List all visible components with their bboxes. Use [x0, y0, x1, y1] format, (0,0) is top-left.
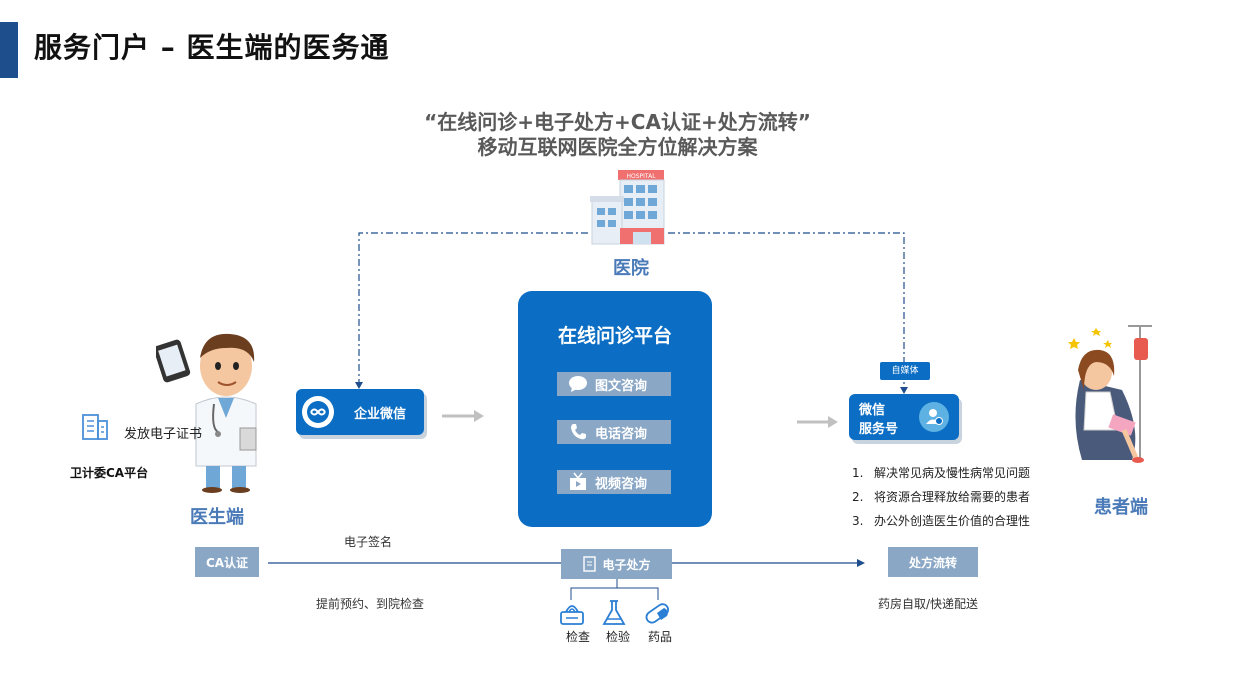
enterprise-wechat-icon: [302, 396, 334, 428]
page-title: 服务门户 – 医生端的医务通: [34, 31, 390, 64]
medicine-label: 药品: [648, 630, 673, 644]
chat-icon: [567, 373, 589, 395]
ultrasound-icon: [560, 605, 584, 625]
doctor-illustration: [156, 333, 257, 493]
wechat-service-account-box[interactable]: 微信 服务号: [849, 394, 959, 440]
benefit-item: 3.办公外创造医生价值的合理性: [852, 514, 1031, 528]
enterprise-wechat-box[interactable]: 企业微信: [296, 389, 424, 435]
doctor-label: 医生端: [190, 507, 244, 528]
benefit-item: 2.将资源合理释放给需要的患者: [852, 490, 1031, 504]
headline-line1: “在线问诊+电子处方+CA认证+处方流转”: [424, 110, 811, 134]
e-prescription-button[interactable]: 电子处方: [561, 549, 672, 579]
hospital-icon: HOSPITAL: [590, 170, 665, 245]
consult-label: 图文咨询: [595, 378, 648, 394]
lab-test-label: 检验: [606, 630, 631, 644]
user-check-icon: [919, 402, 949, 432]
online-consultation-platform: 在线问诊平台 图文咨询 电话咨询 视频咨询: [518, 291, 712, 527]
e-prescription-label: 电子处方: [602, 557, 651, 572]
capsule-icon: [645, 603, 670, 624]
ca-platform-label: 卫计委CA平台: [70, 466, 149, 480]
flask-icon: [602, 600, 626, 625]
wechat-service-label-1: 微信: [859, 403, 886, 418]
patient-illustration: [1068, 325, 1152, 463]
enterprise-wechat-label: 企业微信: [354, 407, 407, 422]
consult-label: 视频咨询: [595, 476, 648, 492]
title-accent-bar: [0, 22, 18, 78]
platform-title: 在线问诊平台: [557, 325, 672, 347]
consult-item-video[interactable]: 视频咨询: [557, 470, 671, 494]
tv-icon: [567, 471, 589, 493]
hospital-sign: HOSPITAL: [626, 173, 656, 180]
patient-label: 患者端: [1094, 497, 1148, 518]
e-signature-label: 电子签名: [344, 535, 393, 549]
appointment-text: 提前预约、到院检查: [316, 597, 425, 611]
pharmacy-text: 药房自取/快递配送: [878, 597, 979, 611]
hospital-label: 医院: [613, 258, 649, 279]
consult-item-image-text[interactable]: 图文咨询: [557, 372, 671, 396]
consult-label: 电话咨询: [595, 426, 648, 442]
building-icon: [82, 414, 108, 440]
ca-auth-button[interactable]: CA认证: [195, 547, 259, 577]
exam-label: 检查: [566, 630, 591, 644]
phone-icon: [567, 421, 589, 443]
document-icon: [583, 556, 597, 572]
headline-line2: 移动互联网医院全方位解决方案: [477, 135, 758, 159]
issue-certificate-text: 发放电子证书: [124, 427, 203, 442]
consult-item-phone[interactable]: 电话咨询: [557, 420, 671, 444]
wechat-service-label-2: 服务号: [859, 422, 899, 437]
self-media-tag: 自媒体: [880, 362, 930, 380]
benefit-item: 1.解决常见病及慢性病常见问题: [852, 466, 1031, 480]
prescription-flow-button[interactable]: 处方流转: [888, 547, 978, 577]
